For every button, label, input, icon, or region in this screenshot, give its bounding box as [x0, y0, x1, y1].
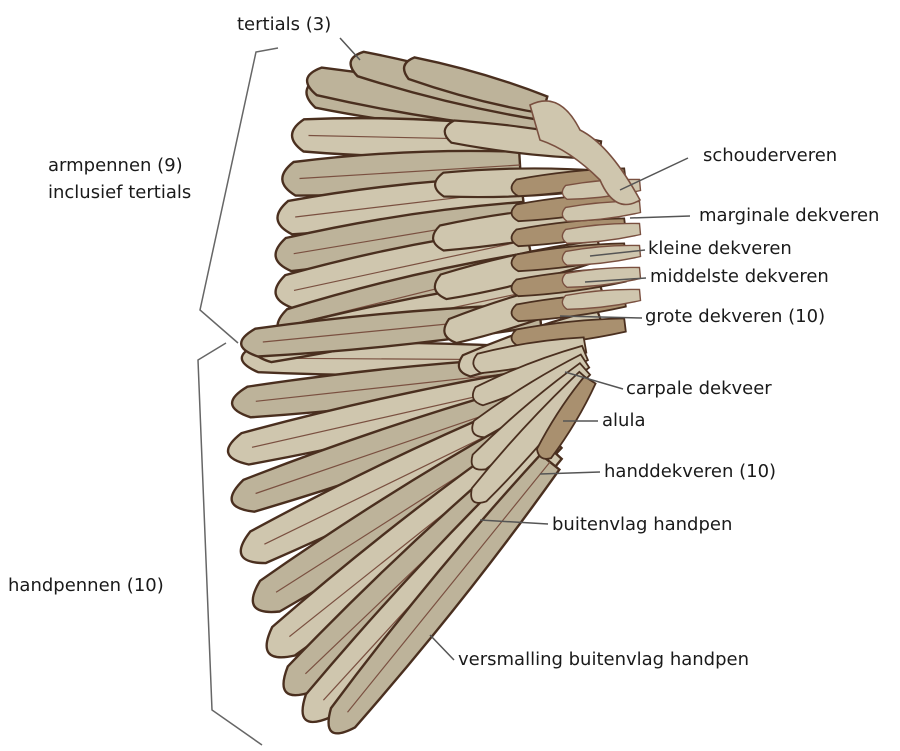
label-handpennen: handpennen (10): [8, 575, 164, 597]
label-versmalling-buitenvlag: versmalling buitenvlag handpen: [458, 649, 749, 671]
label-armpennen: armpennen (9): [48, 155, 183, 177]
label-middelste-dekveren: middelste dekveren: [650, 266, 829, 288]
label-alula: alula: [602, 410, 645, 432]
leader-line: [430, 635, 454, 660]
lesser-covert: [562, 267, 640, 287]
leader-line: [630, 216, 690, 218]
label-buitenvlag-handpen: buitenvlag handpen: [552, 514, 732, 536]
bracket-armpennen: [200, 48, 278, 343]
label-armpennen-sub: inclusief tertials: [48, 182, 191, 204]
label-kleine-dekveren: kleine dekveren: [648, 238, 792, 260]
label-grote-dekveren: grote dekveren (10): [645, 306, 825, 328]
leader-line: [340, 38, 360, 60]
label-carpale-dekveer: carpale dekveer: [626, 378, 772, 400]
label-schouderveren: schouderveren: [703, 145, 837, 167]
label-marginale-dekveren: marginale dekveren: [699, 205, 879, 227]
label-tertials: tertials (3): [237, 14, 331, 36]
label-handdekveren: handdekveren (10): [604, 461, 776, 483]
leader-line: [620, 158, 688, 190]
